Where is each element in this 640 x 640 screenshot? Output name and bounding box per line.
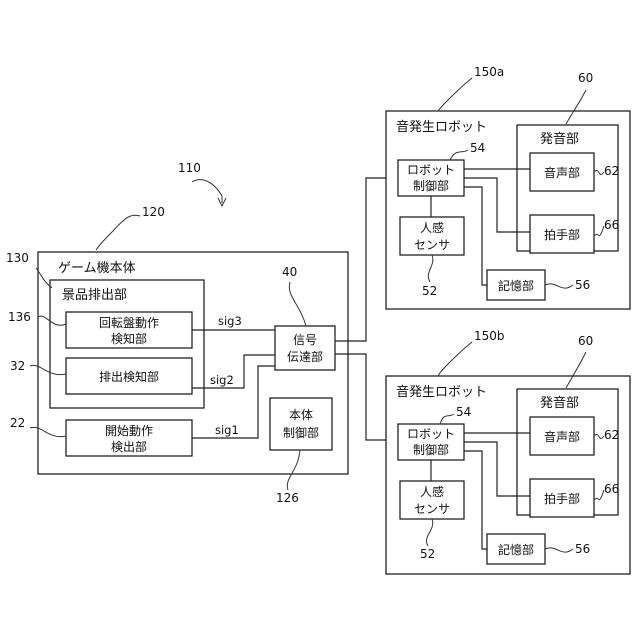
robot-a-clap-label: 拍手部 bbox=[544, 227, 580, 242]
ref-130: 130 bbox=[6, 251, 29, 265]
start-detector-label-2: 検出部 bbox=[111, 439, 147, 454]
robot-b-block: 音発生ロボット ロボット 制御部 人感 センサ 記憶部 発音部 音声部 拍手部 bbox=[386, 376, 630, 574]
robot-b-sensor-label-1: 人感 bbox=[420, 484, 444, 499]
ref-52-a: 52 bbox=[422, 284, 437, 298]
ref-60-a: 60 bbox=[578, 71, 593, 85]
ref-62-a: 62 bbox=[604, 164, 619, 178]
robot-b-memory-label: 記憶部 bbox=[498, 542, 534, 557]
ref-56-a: 56 bbox=[575, 278, 590, 292]
robot-a-control-label-2: 制御部 bbox=[413, 178, 449, 193]
rotation-detector-label-1: 回転盤動作 bbox=[99, 316, 159, 330]
robot-b-title: 音発生ロボット bbox=[396, 384, 487, 400]
rotation-detector-label-2: 検知部 bbox=[111, 331, 147, 346]
main-control-label-1: 本体 bbox=[289, 408, 313, 422]
robot-a-block: 音発生ロボット ロボット 制御部 人感 センサ 記憶部 発音部 音声部 拍手部 bbox=[386, 111, 630, 309]
robot-a-control-label-1: ロボット bbox=[407, 163, 455, 177]
robot-b-voice-label: 音声部 bbox=[544, 429, 580, 444]
sig1-label: sig1 bbox=[215, 423, 239, 437]
robot-a-title: 音発生ロボット bbox=[396, 119, 487, 135]
robot-a-memory-label: 記憶部 bbox=[498, 278, 534, 293]
ref-40: 40 bbox=[282, 265, 297, 279]
sig3-label: sig3 bbox=[218, 314, 242, 328]
ref-150b: 150b bbox=[474, 329, 505, 343]
ref-52-b: 52 bbox=[420, 547, 435, 561]
discharge-detector-label: 排出検知部 bbox=[99, 369, 159, 384]
ref-32: 32 bbox=[10, 359, 25, 373]
ref-62-b: 62 bbox=[604, 428, 619, 442]
prize-unit-title: 景品排出部 bbox=[62, 288, 127, 303]
sig2-label: sig2 bbox=[210, 373, 234, 387]
main-control-label-2: 制御部 bbox=[283, 425, 319, 440]
robot-a-voice-label: 音声部 bbox=[544, 165, 580, 180]
ref-60-b: 60 bbox=[578, 334, 593, 348]
ref-150a-leader bbox=[438, 78, 472, 111]
ref-66-a: 66 bbox=[604, 218, 619, 232]
ref-110-arrow-line bbox=[192, 180, 222, 203]
ref-120-leader bbox=[96, 215, 140, 250]
ref-120: 120 bbox=[142, 205, 165, 219]
ref-150a: 150a bbox=[474, 65, 504, 79]
ref-54-b: 54 bbox=[456, 405, 471, 419]
ref-136: 136 bbox=[8, 310, 31, 324]
ref-150b-leader bbox=[438, 342, 472, 376]
robot-a-sensor-label-2: センサ bbox=[414, 238, 450, 252]
ref-110: 110 bbox=[178, 161, 201, 175]
main-control-box bbox=[270, 398, 332, 450]
ref-56-b: 56 bbox=[575, 542, 590, 556]
game-machine-title: ゲーム機本体 bbox=[58, 261, 136, 276]
start-detector-label-1: 開始動作 bbox=[105, 424, 153, 438]
game-machine-block: ゲーム機本体 景品排出部 回転盤動作 検知部 排出検知部 開始動作 検出部 信号… bbox=[38, 252, 348, 474]
ref-66-b: 66 bbox=[604, 482, 619, 496]
signal-unit-label-2: 伝達部 bbox=[287, 349, 323, 364]
signal-unit-label-1: 信号 bbox=[293, 333, 317, 347]
robot-b-sound-title: 発音部 bbox=[540, 395, 579, 411]
robot-a-sound-title: 発音部 bbox=[540, 131, 579, 147]
ref-54-a: 54 bbox=[470, 141, 485, 155]
robot-b-control-label-1: ロボット bbox=[407, 427, 455, 441]
robot-a-sensor-label-1: 人感 bbox=[420, 220, 444, 235]
robot-b-clap-label: 拍手部 bbox=[544, 491, 580, 506]
robot-b-sensor-label-2: センサ bbox=[414, 502, 450, 516]
ref-22: 22 bbox=[10, 416, 25, 430]
robot-b-control-label-2: 制御部 bbox=[413, 442, 449, 457]
ref-126: 126 bbox=[276, 491, 299, 505]
